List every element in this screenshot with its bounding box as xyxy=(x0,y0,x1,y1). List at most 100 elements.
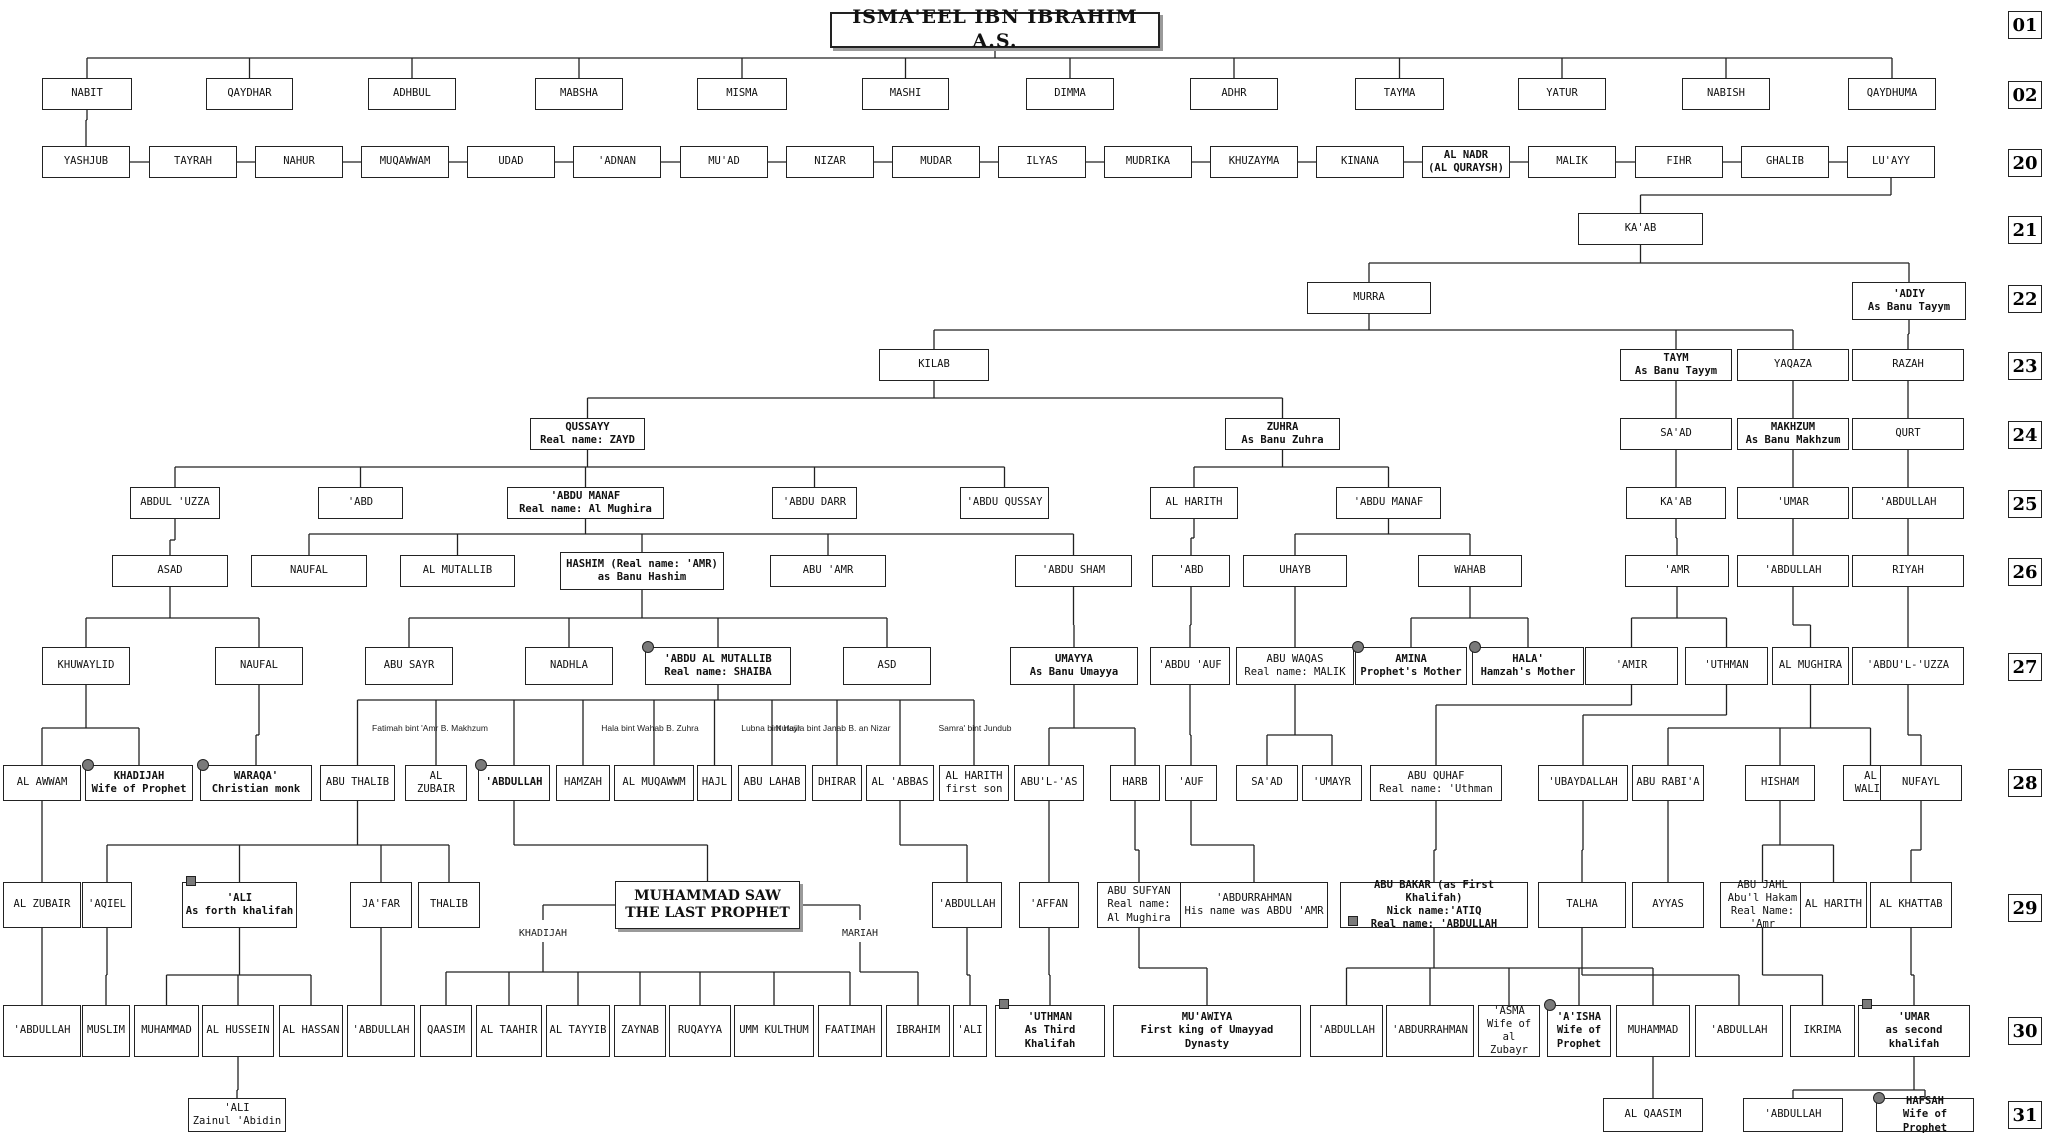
person-abuthalib: ABU THALIB xyxy=(320,765,395,801)
person-abduqussay: 'ABDU QUSSAY xyxy=(960,487,1049,519)
person-alzubair29: AL ZUBAIR xyxy=(3,882,81,928)
person-mashi: MASHI xyxy=(862,78,949,110)
person-ummkulthum: UMM KULTHUM xyxy=(734,1005,814,1057)
person-saad28: SA'AD xyxy=(1236,765,1298,801)
person-ali30: 'ALI xyxy=(953,1005,987,1057)
person-wahab: WAHAB xyxy=(1418,555,1522,587)
person-muqawwam: MUQAWWAM xyxy=(361,146,449,178)
person-kinana: KINANA xyxy=(1316,146,1404,178)
person-altayyib: AL TAYYIB xyxy=(546,1005,610,1057)
person-ikrima: IKRIMA xyxy=(1790,1005,1855,1057)
person-amr26: 'AMR xyxy=(1625,555,1729,587)
person-altaahir: AL TAAHIR xyxy=(476,1005,542,1057)
person-abdullah31: 'ABDULLAH xyxy=(1743,1098,1843,1132)
person-muhammad30b: MUHAMMAD xyxy=(1616,1005,1690,1057)
person-mudar: MUDAR xyxy=(892,146,980,178)
person-naufal26: NAUFAL xyxy=(251,555,367,587)
person-luayy: LU'AYY xyxy=(1847,146,1935,178)
person-umar30: 'UMAR as second khalifah xyxy=(1858,1005,1970,1057)
person-hajl: HAJL xyxy=(697,765,732,801)
person-waraqa: WARAQA' Christian monk xyxy=(200,765,312,801)
person-ayyas: AYYAS xyxy=(1632,882,1704,928)
spouse-label: Hala bint Wahab B. Zuhra xyxy=(601,723,699,733)
person-misma: MISMA xyxy=(697,78,787,110)
person-yashjub: YASHJUB xyxy=(42,146,130,178)
person-almuqawwm: AL MUQAWWM xyxy=(614,765,694,801)
person-asad: ASAD xyxy=(112,555,228,587)
square-marker-icon xyxy=(186,876,196,886)
person-alqaasim: AL QAASIM xyxy=(1603,1098,1703,1132)
person-nufayl: NUFAYL xyxy=(1880,765,1962,801)
person-ibrahim: IBRAHIM xyxy=(886,1005,950,1057)
generation-badge: 20 xyxy=(2008,149,2042,177)
person-abduauf: 'ABDU 'AUF xyxy=(1150,647,1230,685)
person-amir: 'AMIR xyxy=(1585,647,1678,685)
person-abulahab: ABU LAHAB xyxy=(738,765,806,801)
person-muhammad: MUHAMMAD SAW THE LAST PROPHET xyxy=(615,881,800,929)
generation-badge: 29 xyxy=(2008,894,2042,922)
person-abdurrahman30: 'ABDURRAHMAN xyxy=(1386,1005,1474,1057)
person-abdullah25: 'ABDULLAH xyxy=(1852,487,1964,519)
circle-marker-icon xyxy=(1873,1092,1885,1104)
person-aqiel: 'AQIEL xyxy=(82,882,132,928)
person-qussayy: QUSSAYY Real name: ZAYD xyxy=(530,418,645,450)
person-abdullah28: 'ABDULLAH xyxy=(478,765,550,801)
circle-marker-icon xyxy=(197,759,209,771)
generation-badge: 31 xyxy=(2008,1101,2042,1129)
person-ali29: 'ALI As forth khalifah xyxy=(182,882,297,928)
person-alhussein: AL HUSSEIN xyxy=(202,1005,274,1057)
person-aisha: 'A'ISHA Wife of Prophet xyxy=(1547,1005,1611,1057)
person-abdullah29: 'ABDULLAH xyxy=(932,882,1002,928)
person-naufal27: NAUFAL xyxy=(215,647,303,685)
person-abujahl: ABU JAHL Abu'l Hakam Real Name: 'Amr xyxy=(1720,879,1805,930)
person-khuwaylid: KHUWAYLID xyxy=(42,647,130,685)
person-riyah: RIYAH xyxy=(1852,555,1964,587)
person-abusufyan: ABU SUFYAN Real name: Al Mughira xyxy=(1097,882,1181,928)
person-auf: 'AUF xyxy=(1165,765,1217,801)
person-hamzah: HAMZAH xyxy=(556,765,610,801)
person-adiy: 'ADIY As Banu Tayym xyxy=(1852,282,1966,320)
person-hala: HALA' Hamzah's Mother xyxy=(1472,647,1584,685)
person-abdudarr: 'ABDU DARR xyxy=(772,487,857,519)
person-abdulluzza: 'ABDU'L-'UZZA xyxy=(1852,647,1964,685)
person-kaab: KA'AB xyxy=(1578,213,1703,245)
square-marker-icon xyxy=(999,999,1009,1009)
person-alharith29: AL HARITH xyxy=(1800,882,1867,928)
person-mabsha: MABSHA xyxy=(535,78,623,110)
person-nabish: NABISH xyxy=(1682,78,1770,110)
person-thalib: THALIB xyxy=(418,882,480,928)
person-alabbas: AL 'ABBAS xyxy=(866,765,934,801)
generation-badge: 30 xyxy=(2008,1017,2042,1045)
person-abdullah30a: 'ABDULLAH xyxy=(3,1005,81,1057)
person-abdurrahman29: 'ABDURRAHMAN His name was ABDU 'AMR xyxy=(1180,882,1328,928)
person-aburabia: ABU RABI'A xyxy=(1632,765,1704,801)
person-alharith28: AL HARITH first son xyxy=(939,765,1009,801)
person-harb: HARB xyxy=(1110,765,1160,801)
person-makhzum: MAKHZUM As Banu Makhzum xyxy=(1737,418,1849,450)
person-muad: MU'AD xyxy=(680,146,768,178)
person-adhr: ADHR xyxy=(1190,78,1278,110)
person-abdumanaf: 'ABDU MANAF Real name: Al Mughira xyxy=(507,487,664,519)
person-talha: TALHA xyxy=(1538,882,1626,928)
square-marker-icon xyxy=(1862,999,1872,1009)
person-qurt: QURT xyxy=(1852,418,1964,450)
person-abubakar: ABU BAKAR (as First Khalifah) Nick name:… xyxy=(1340,879,1528,930)
person-muawiya: MU'AWIYA First king of Umayyad Dynasty xyxy=(1113,1005,1301,1057)
generation-badge: 26 xyxy=(2008,558,2042,586)
person-uthman27: 'UTHMAN xyxy=(1685,647,1768,685)
spouse-label: Fatimah bint 'Amr B. Makhzum xyxy=(372,723,488,733)
person-hashim: HASHIM (Real name: 'AMR) as Banu Hashim xyxy=(560,552,724,590)
person-muhammad30: MUHAMMAD xyxy=(134,1005,199,1057)
person-jafar: JA'FAR xyxy=(350,882,412,928)
person-nadhla: NADHLA xyxy=(525,647,613,685)
person-fihr: FIHR xyxy=(1635,146,1723,178)
person-nizar: NIZAR xyxy=(786,146,874,178)
person-kaab25: KA'AB xyxy=(1626,487,1726,519)
circle-marker-icon xyxy=(1544,999,1556,1011)
generation-badge: 23 xyxy=(2008,352,2042,380)
person-affan: 'AFFAN xyxy=(1019,882,1079,928)
generation-badge: 27 xyxy=(2008,653,2042,681)
person-udad: UDAD xyxy=(467,146,555,178)
person-yaqaza: YAQAZA xyxy=(1737,349,1849,381)
